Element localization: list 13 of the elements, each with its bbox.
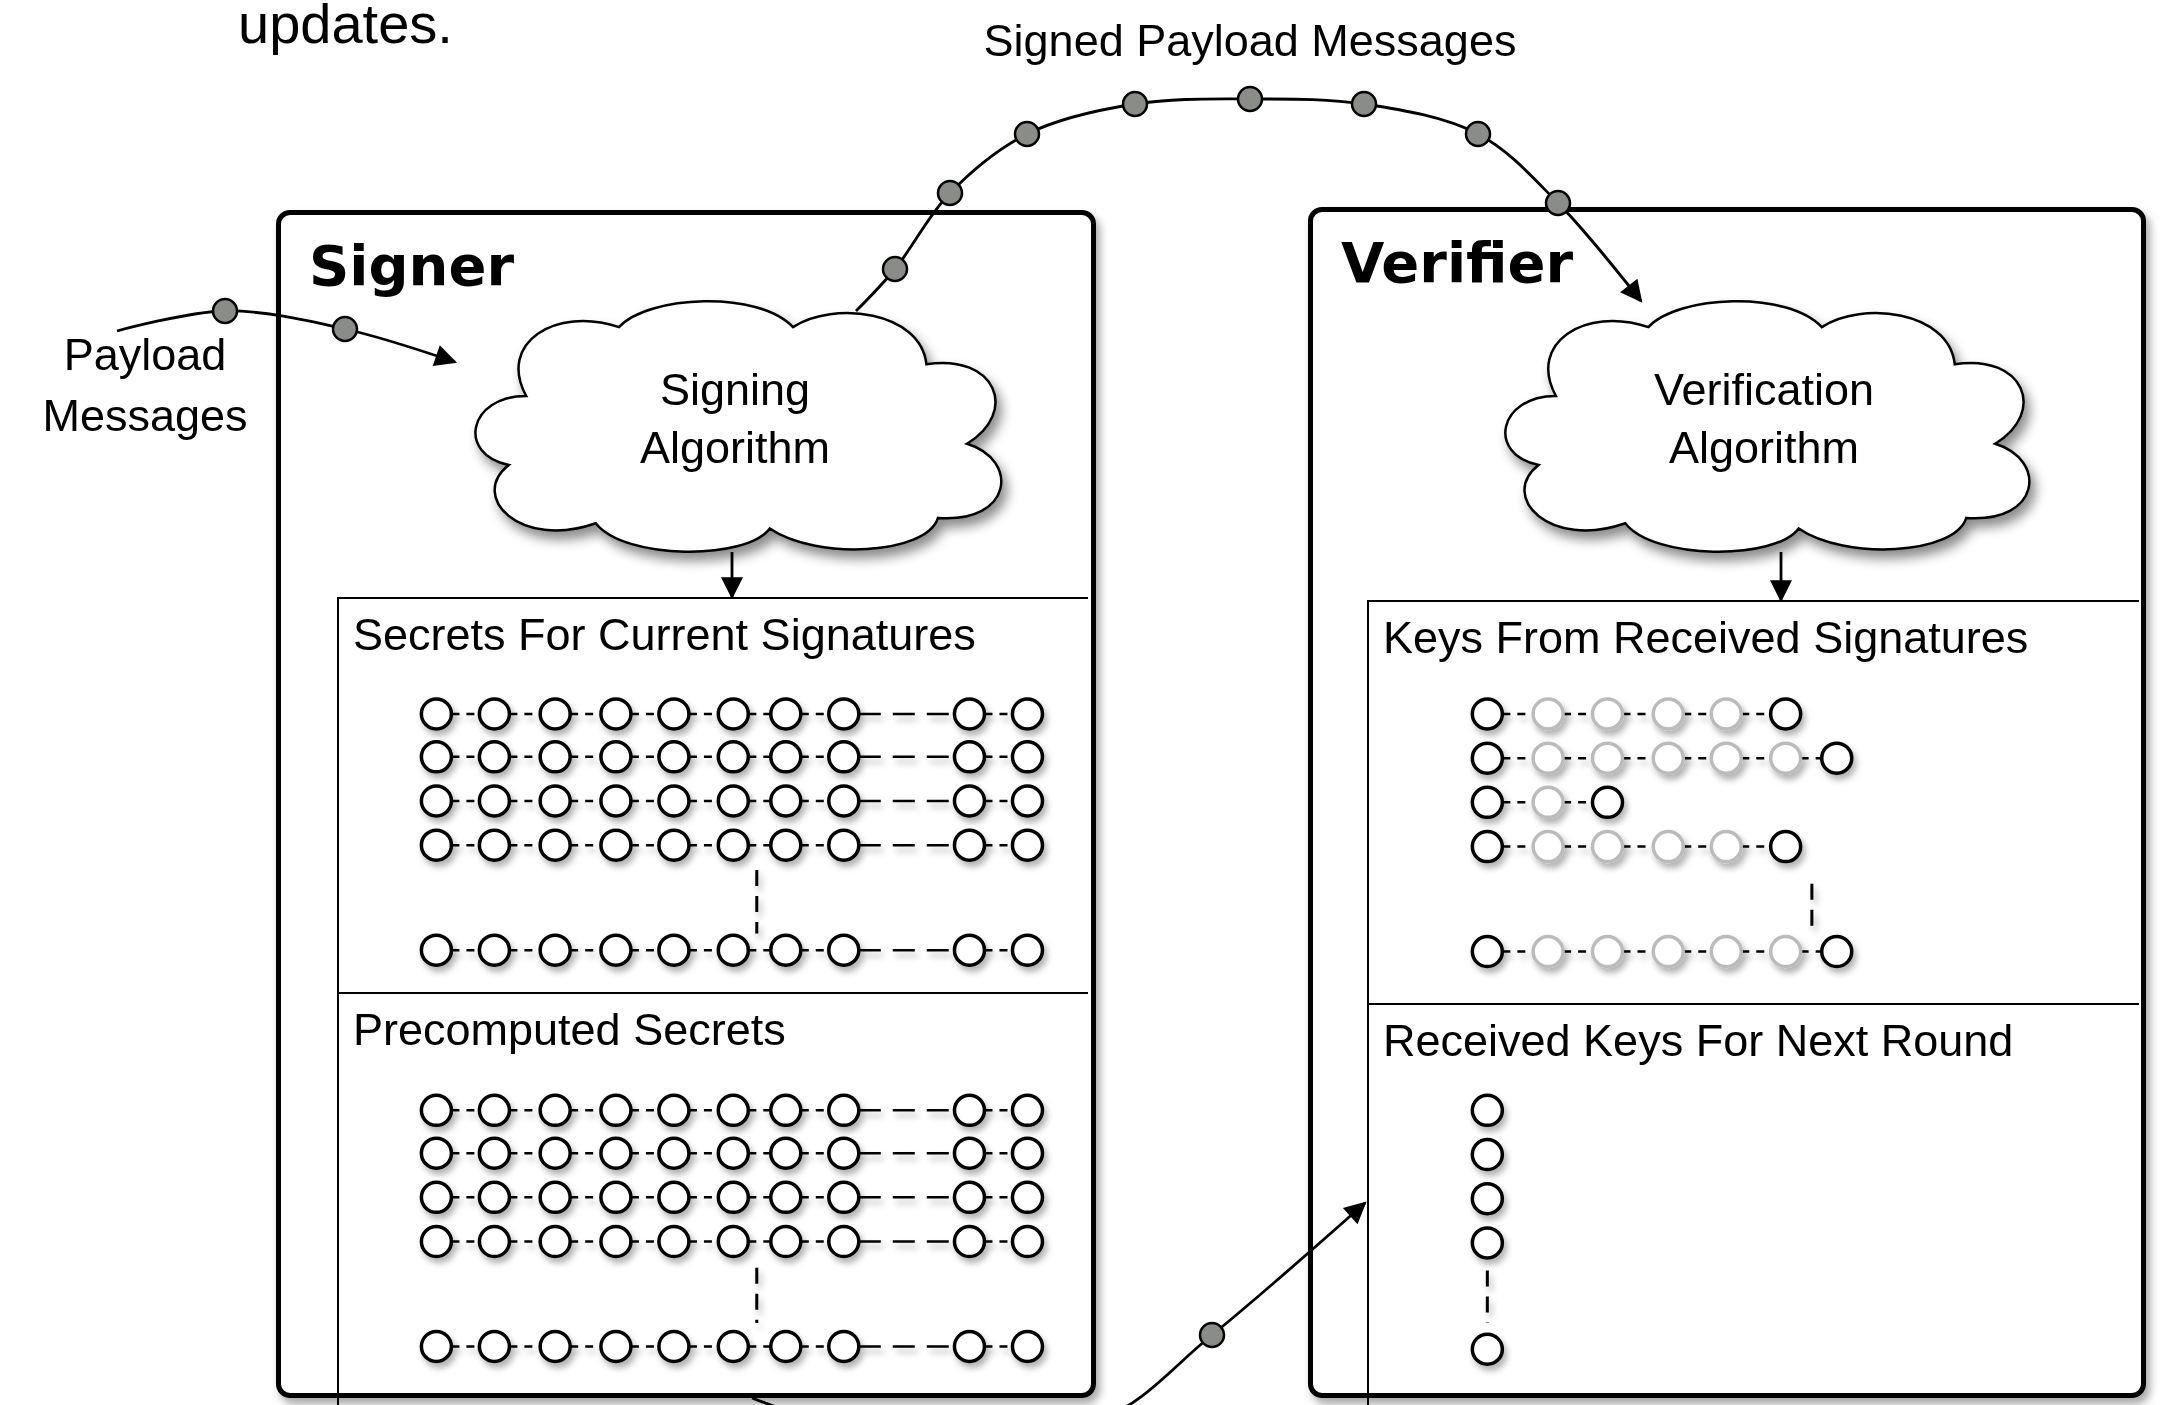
frame-title: Signer xyxy=(309,233,515,298)
frame-title: Verifier xyxy=(1341,230,1574,295)
panel-title: Secrets For Current Signatures xyxy=(353,609,976,661)
storage-panel xyxy=(1367,600,2139,1004)
storage-panel xyxy=(337,597,1088,993)
panel-title: Precomputed Secrets xyxy=(353,1004,786,1056)
algorithm-name: Signing Algorithm xyxy=(638,362,832,475)
panel-title: Received Keys For Next Round xyxy=(1383,1015,2014,1067)
storage-panel xyxy=(1367,1003,2139,1405)
storage-panel xyxy=(337,992,1088,1405)
message-label: Payload Messages xyxy=(41,328,249,443)
algorithm-name: Verification Algorithm xyxy=(1652,362,1876,475)
panel-title: Keys From Received Signatures xyxy=(1383,612,2029,664)
